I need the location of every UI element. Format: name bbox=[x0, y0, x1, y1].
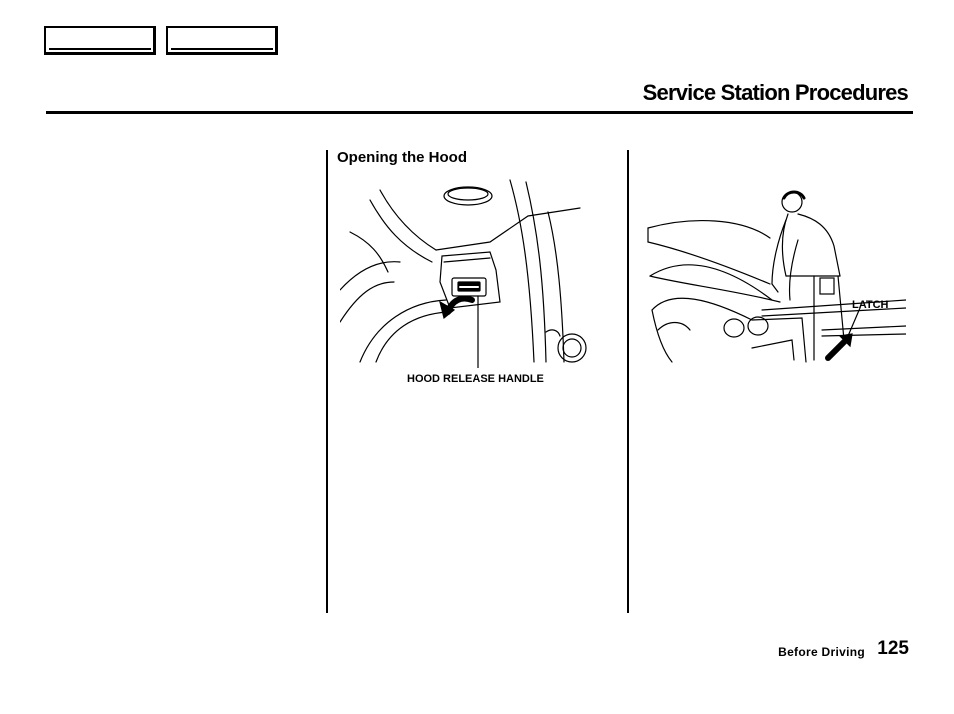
page-number: 125 bbox=[877, 638, 909, 659]
column-divider-right bbox=[627, 150, 629, 613]
page-title: Service Station Procedures bbox=[642, 80, 909, 105]
hood-latch-illustration bbox=[647, 190, 906, 363]
nav-button-1[interactable] bbox=[44, 26, 156, 55]
title-rule bbox=[46, 111, 913, 114]
latch-callout: LATCH bbox=[852, 299, 889, 311]
section-heading: Opening the Hood bbox=[337, 149, 467, 166]
footer-section-name: Before Driving bbox=[778, 645, 865, 659]
nav-button-2[interactable] bbox=[166, 26, 278, 55]
hood-release-illustration bbox=[340, 179, 587, 368]
column-divider-left bbox=[326, 150, 328, 613]
hood-release-handle-callout: HOOD RELEASE HANDLE bbox=[407, 373, 544, 385]
